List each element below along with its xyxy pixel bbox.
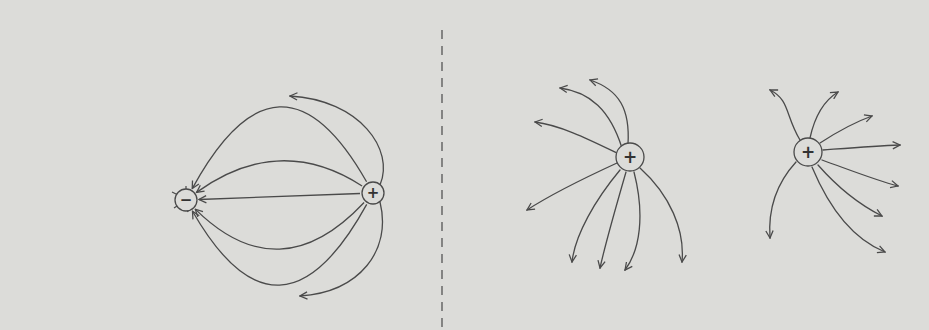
field-line	[770, 162, 796, 238]
charge-sign: −	[174, 193, 198, 208]
field-line	[812, 167, 885, 252]
charge-sign: +	[361, 186, 385, 201]
charge-circle: +	[793, 137, 823, 167]
field-line	[199, 193, 360, 199]
charge-sign: +	[615, 149, 645, 166]
field-line	[822, 160, 898, 186]
field-line	[195, 202, 364, 249]
field-line	[820, 116, 872, 143]
field-line	[640, 168, 682, 262]
field-line	[192, 204, 366, 285]
field-line	[810, 92, 838, 138]
field-line	[590, 80, 628, 144]
field-line	[572, 170, 620, 262]
charge-circle: +	[361, 181, 385, 205]
field-line	[625, 172, 640, 270]
charge-sign: +	[793, 144, 823, 161]
field-line	[823, 145, 900, 150]
field-line	[300, 202, 382, 296]
field-line	[527, 163, 617, 210]
field-line	[600, 172, 626, 268]
divider-line	[441, 30, 442, 330]
field-line	[560, 88, 622, 148]
field-line	[197, 161, 363, 193]
charge-circle: −	[174, 188, 198, 212]
field-line	[192, 107, 366, 189]
field-line	[535, 122, 617, 153]
field-line	[770, 90, 800, 140]
field-line	[818, 165, 882, 216]
charge-circle: +	[615, 142, 645, 172]
